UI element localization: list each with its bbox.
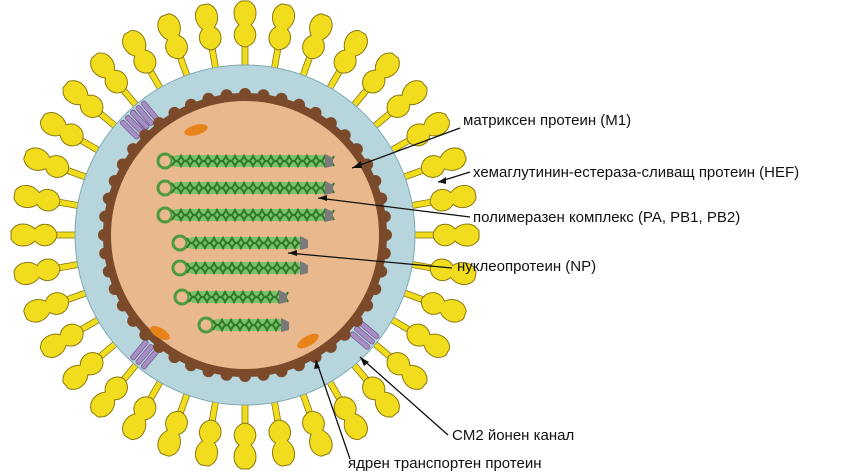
- label-matrix-protein: матриксен протеин (М1): [463, 112, 631, 130]
- hef-spike: [13, 253, 84, 286]
- hef-spike: [234, 401, 256, 469]
- matrix-bead: [369, 175, 381, 187]
- matrix-bead: [339, 129, 351, 141]
- matrix-bead: [239, 370, 251, 382]
- matrix-bead: [153, 341, 165, 353]
- matrix-bead: [275, 93, 287, 105]
- matrix-bead: [221, 89, 233, 101]
- matrix-bead: [127, 315, 139, 327]
- label-nucleoprotein: нуклеопротеин (NP): [457, 258, 596, 276]
- label-cm2-channel: CM2 йонен канал: [452, 427, 574, 445]
- matrix-bead: [117, 300, 129, 312]
- hef-spike: [21, 281, 92, 325]
- matrix-bead: [369, 283, 381, 295]
- hef-spike: [234, 1, 256, 69]
- matrix-bead: [351, 315, 363, 327]
- matrix-bead: [117, 159, 129, 171]
- hef-spike: [291, 11, 335, 82]
- hef-spike: [21, 145, 92, 189]
- matrix-bead: [98, 229, 110, 241]
- rnp-segment: [173, 261, 308, 275]
- matrix-bead: [239, 88, 251, 100]
- hef-spike: [13, 184, 84, 217]
- matrix-bead: [379, 247, 391, 259]
- matrix-bead: [257, 369, 269, 381]
- matrix-bead: [139, 129, 151, 141]
- matrix-bead: [109, 283, 121, 295]
- arrowhead: [360, 357, 369, 366]
- matrix-bead: [203, 365, 215, 377]
- matrix-bead: [103, 265, 115, 277]
- hef-spike: [263, 397, 296, 468]
- label-hef-protein: хемаглутинин-естераза-сливащ протеин (HE…: [473, 164, 799, 182]
- hef-spike: [194, 397, 227, 468]
- matrix-bead: [361, 300, 373, 312]
- arrowhead: [438, 177, 446, 184]
- matrix-bead: [109, 175, 121, 187]
- label-polymerase-complex: полимеразен комплекс (PA, PB1, PB2): [473, 209, 740, 227]
- matrix-bead: [127, 143, 139, 155]
- matrix-bead: [169, 107, 181, 119]
- matrix-bead: [310, 107, 322, 119]
- hef-spike: [397, 281, 468, 325]
- label-nuclear-export-protein: ядрен транспортен протеин: [348, 455, 542, 473]
- rnp-segment: [175, 290, 288, 304]
- hef-spike: [263, 3, 296, 74]
- matrix-bead: [339, 329, 351, 341]
- matrix-bead: [375, 265, 387, 277]
- hef-spike: [397, 145, 468, 189]
- rnp-segment: [199, 318, 289, 332]
- rnp-segment: [158, 154, 334, 168]
- matrix-bead: [375, 193, 387, 205]
- matrix-bead: [275, 365, 287, 377]
- rnp-segment: [173, 236, 308, 250]
- matrix-bead: [379, 211, 391, 223]
- matrix-bead: [221, 369, 233, 381]
- matrix-bead: [185, 99, 197, 111]
- hef-spike: [411, 224, 479, 246]
- matrix-bead: [310, 351, 322, 363]
- matrix-bead: [325, 341, 337, 353]
- hef-spike: [155, 11, 199, 82]
- matrix-bead: [139, 329, 151, 341]
- hef-spike: [194, 3, 227, 74]
- matrix-bead: [351, 143, 363, 155]
- matrix-bead: [203, 93, 215, 105]
- hef-spike: [155, 387, 199, 458]
- hef-spike: [407, 184, 478, 217]
- matrix-bead: [293, 359, 305, 371]
- matrix-bead: [153, 117, 165, 129]
- matrix-bead: [325, 117, 337, 129]
- matrix-bead: [99, 247, 111, 259]
- matrix-bead: [103, 193, 115, 205]
- matrix-bead: [380, 229, 392, 241]
- hef-spike: [11, 224, 79, 246]
- matrix-bead: [257, 89, 269, 101]
- matrix-bead: [293, 99, 305, 111]
- matrix-bead: [99, 211, 111, 223]
- rnp-segment: [158, 181, 334, 195]
- rnp-segment: [158, 208, 334, 222]
- matrix-bead: [185, 359, 197, 371]
- matrix-bead: [169, 351, 181, 363]
